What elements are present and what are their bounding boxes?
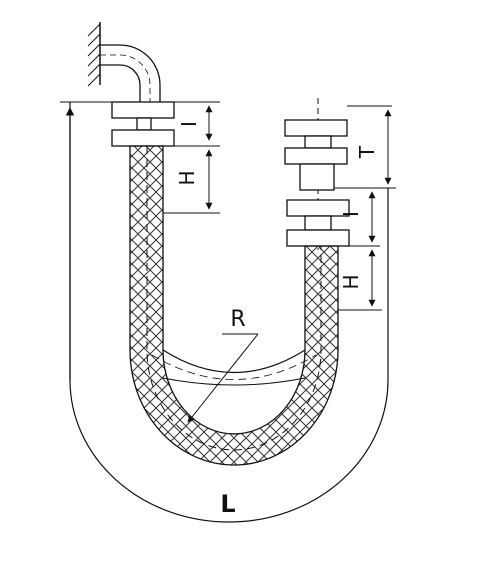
wall-mount (87, 22, 101, 87)
label-t-right: T (355, 145, 379, 159)
length-arc (69, 102, 389, 523)
left-fitting (111, 101, 175, 147)
label-h-left: H (175, 170, 199, 185)
label-l-top: I (177, 121, 201, 127)
right-fitting (284, 98, 350, 250)
label-radius: R (230, 307, 245, 332)
braided-hose (129, 145, 339, 466)
label-h-right: H (339, 274, 363, 289)
label-length: L (220, 490, 235, 518)
radius-leader (187, 333, 259, 423)
elbow-pipe (100, 44, 161, 102)
label-l-right: I (339, 211, 363, 217)
left-dimensions (163, 105, 220, 214)
right-dimensions (334, 105, 396, 311)
